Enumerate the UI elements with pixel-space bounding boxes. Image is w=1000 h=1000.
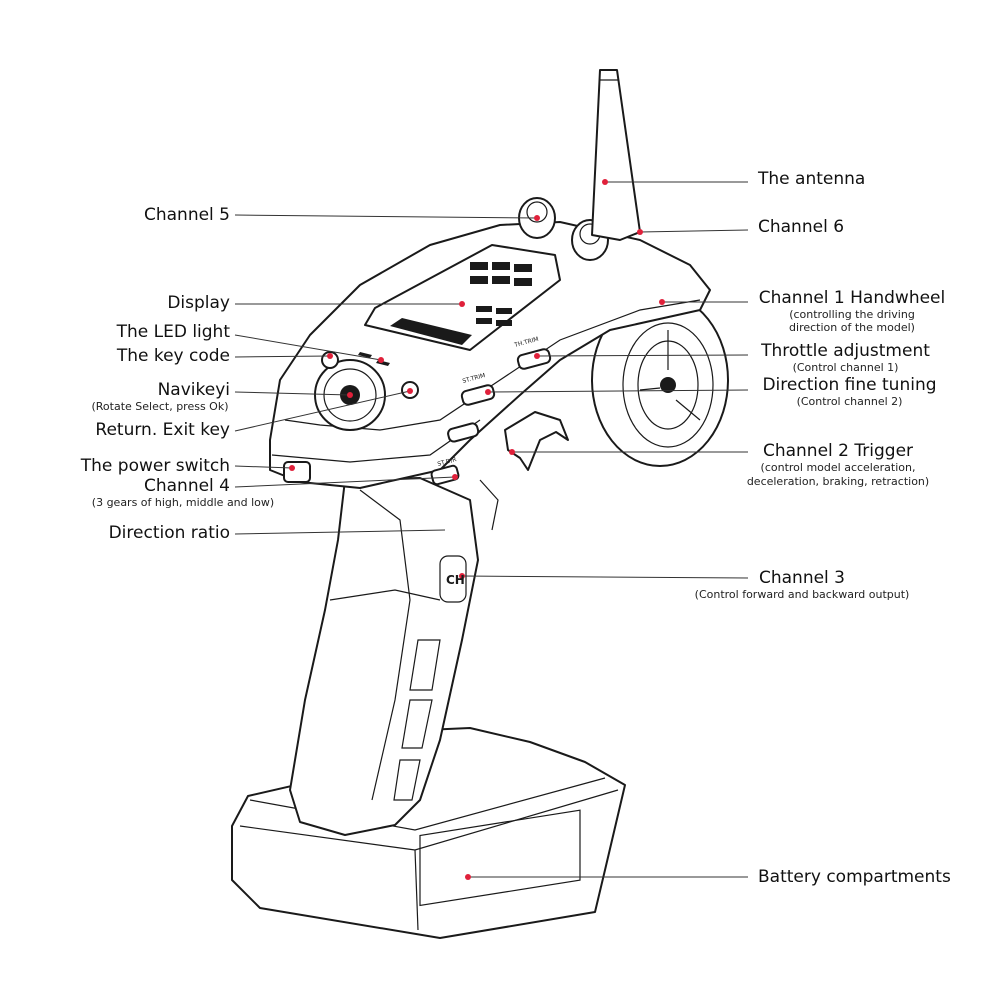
- label-channel2-sub2: deceleration, braking, retraction): [746, 475, 930, 488]
- leader-lines: [234, 179, 749, 880]
- label-battery: Battery compartments: [758, 867, 951, 887]
- label-channel4: Channel 4: [143, 476, 230, 496]
- display-screen: [364, 244, 561, 351]
- label-direction-fine: Direction fine tuning: [762, 375, 937, 395]
- label-channel1-sub1: (controlling the driving: [789, 308, 915, 321]
- label-throttle: Throttle adjustment: [761, 341, 930, 361]
- label-channel3-sub: (Control forward and backward output): [694, 588, 910, 601]
- st-dr-mark: ST.D/R: [437, 456, 458, 468]
- handle-grip: [289, 477, 479, 836]
- label-channel5: Channel 5: [143, 205, 230, 225]
- label-channel2: Channel 2 Trigger: [762, 441, 914, 461]
- label-throttle-sub: (Control channel 1): [792, 361, 899, 374]
- label-channel3: Channel 3: [758, 568, 845, 588]
- label-antenna: The antenna: [758, 169, 866, 189]
- label-channel2-sub1: (control model acceleration,: [760, 461, 916, 474]
- label-navikey: Navikeyi: [157, 380, 230, 400]
- label-navikey-sub: (Rotate Select, press Ok): [91, 400, 229, 413]
- label-key-code: The key code: [116, 346, 230, 366]
- channel3-button-mark: CH: [446, 573, 465, 587]
- antenna-shape: [591, 69, 641, 241]
- label-channel6: Channel 6: [758, 217, 845, 237]
- label-channel1-sub2: direction of the model): [789, 321, 915, 334]
- label-display: Display: [167, 293, 230, 313]
- label-channel1: Channel 1 Handwheel: [758, 288, 946, 308]
- label-return-exit: Return. Exit key: [95, 420, 230, 440]
- label-direction-ratio: Direction ratio: [108, 523, 230, 543]
- label-channel4-sub: (3 gears of high, middle and low): [91, 496, 275, 509]
- label-power-switch: The power switch: [80, 456, 230, 476]
- trigger: [479, 411, 569, 531]
- label-led-light: The LED light: [116, 322, 230, 342]
- label-direction-fine-sub: (Control channel 2): [796, 395, 903, 408]
